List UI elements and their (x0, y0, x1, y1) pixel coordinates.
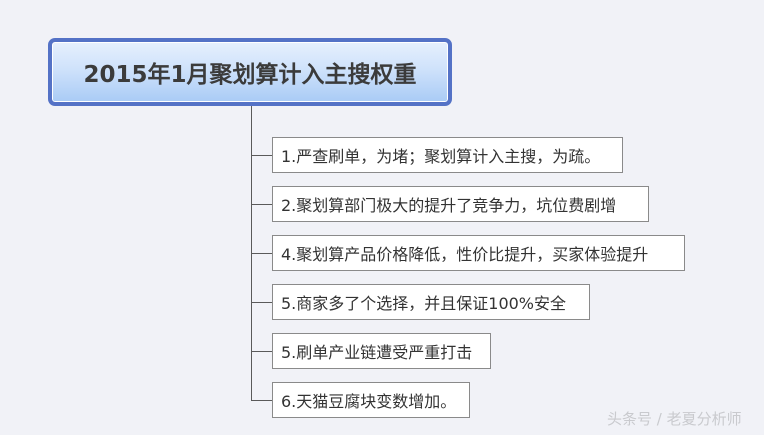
subtopic-node-2[interactable]: 2.聚划算部门极大的提升了竞争力，坑位费剧增 (272, 186, 649, 222)
subtopic-label: 4.聚划算产品价格降低，性价比提升，买家体验提升 (281, 245, 649, 264)
connector-branch (251, 351, 272, 352)
watermark: 头条号 / 老夏分析师 (607, 410, 742, 428)
subtopic-label: 2.聚划算部门极大的提升了竞争力，坑位费剧增 (281, 196, 617, 215)
connector-branch (251, 302, 272, 303)
subtopic-node-5[interactable]: 5.刷单产业链遭受严重打击 (272, 333, 491, 369)
subtopic-node-3[interactable]: 4.聚划算产品价格降低，性价比提升，买家体验提升 (272, 235, 685, 271)
connector-branch (251, 204, 272, 205)
root-topic-label: 2015年1月聚划算计入主搜权重 (83, 62, 417, 88)
subtopic-node-4[interactable]: 5.商家多了个选择，并且保证100%安全 (272, 284, 590, 320)
subtopic-label: 5.刷单产业链遭受严重打击 (281, 343, 473, 362)
subtopic-label: 5.商家多了个选择，并且保证100%安全 (281, 294, 567, 313)
connector-branch (251, 155, 272, 156)
root-topic-node[interactable]: 2015年1月聚划算计入主搜权重 (48, 38, 452, 106)
subtopic-label: 1.严查刷单，为堵；聚划算计入主搜，为疏。 (281, 147, 601, 166)
connector-branch (251, 400, 272, 401)
subtopic-node-1[interactable]: 1.严查刷单，为堵；聚划算计入主搜，为疏。 (272, 137, 623, 173)
subtopic-node-6[interactable]: 6.天猫豆腐块变数增加。 (272, 382, 470, 418)
connector-branch (251, 253, 272, 254)
subtopic-label: 6.天猫豆腐块变数增加。 (281, 392, 457, 411)
